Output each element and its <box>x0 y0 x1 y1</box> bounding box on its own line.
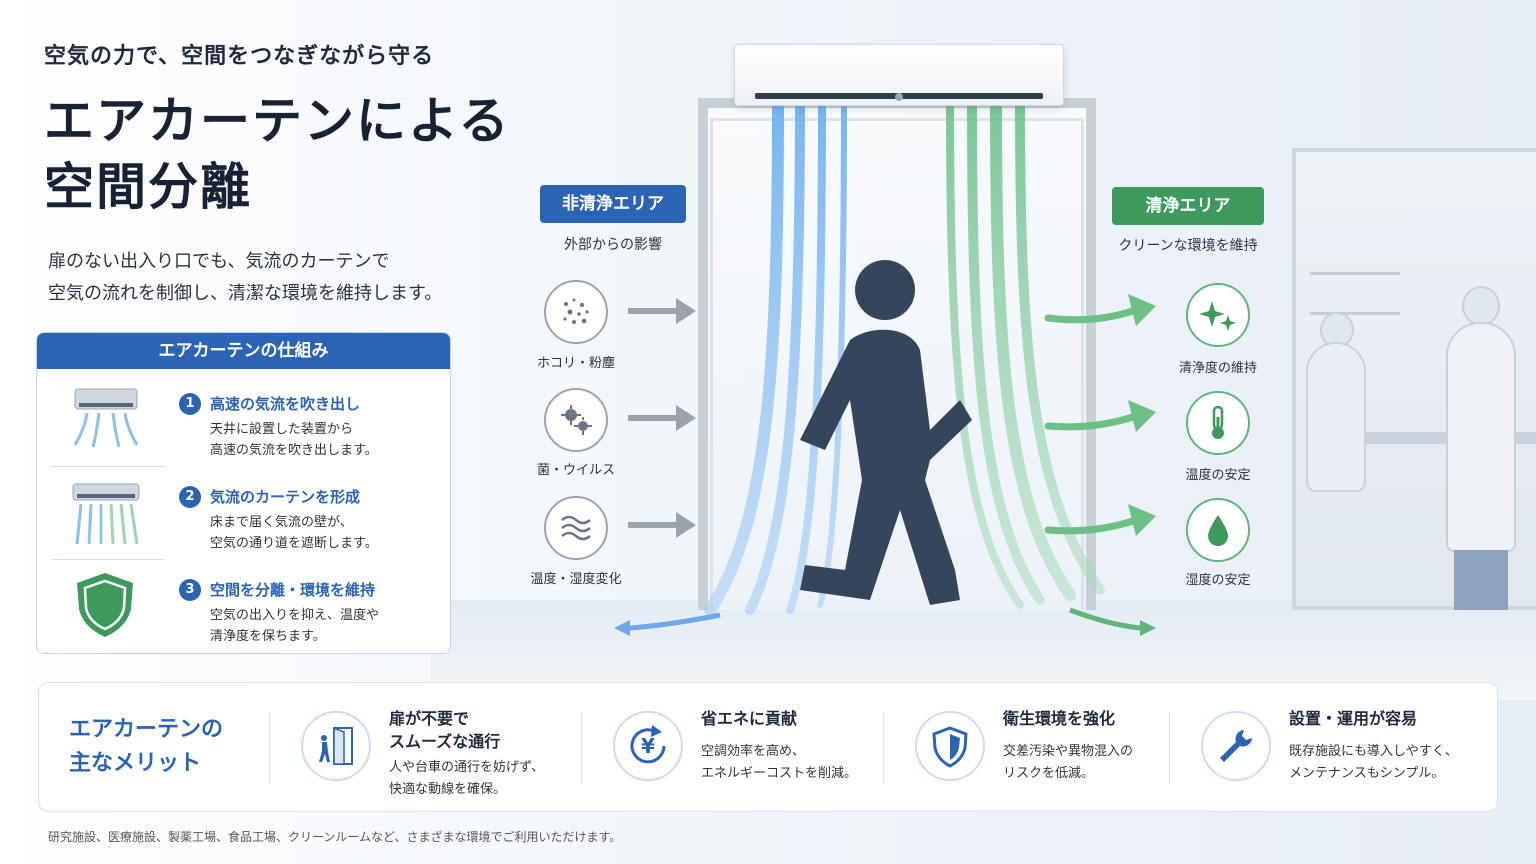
sparkle-icon <box>1186 283 1250 347</box>
researcher-legs <box>1454 550 1508 610</box>
step-number: 3 <box>179 579 201 601</box>
outgoing-arrows <box>1044 294 1156 536</box>
benefit-title: 省エネに貢献 <box>701 709 798 728</box>
humidity-wave-icon <box>544 496 608 560</box>
mechanism-card: エアカーテンの仕組み 1 高速の気流を吹き出し 天井に設置した装置から 高速の気… <box>36 332 451 654</box>
ceiling-unit-blowing-icon <box>73 388 139 448</box>
thermometer-icon <box>1186 391 1250 455</box>
humidity-label: 温度・湿度変化 <box>530 572 622 587</box>
lab-shelf <box>1310 272 1400 275</box>
door-walk-icon <box>301 711 371 781</box>
virus-icon <box>544 388 608 452</box>
benefit-description: 既存施設にも導入しやすく、 メンテナンスもシンプル。 <box>1289 744 1458 781</box>
benefit-separator <box>1169 713 1170 783</box>
benefits-panel: エアカーテンの 主なメリット 扉が不要で スムーズな通行 人や台車の通行を妨げず… <box>38 682 1498 812</box>
footnote: 研究施設、医療施設、製薬工場、食品工場、クリーンルームなど、さまざまな環境でご利… <box>48 830 622 844</box>
virus-label: 菌・ウイルス <box>536 463 615 478</box>
water-drop-icon <box>1186 498 1250 562</box>
dust-icon <box>544 280 608 344</box>
green-outflow-arrow <box>1069 607 1141 631</box>
clean-zone-badge: 清浄エリア <box>1112 187 1264 225</box>
benefit-separator <box>269 713 270 783</box>
benefit-item: 設置・運用が容易 既存施設にも導入しやすく、 メンテナンスもシンプル。 <box>1201 703 1491 803</box>
wrench-icon <box>1201 711 1271 781</box>
step-divider <box>51 559 165 560</box>
blue-arrowhead <box>614 620 630 636</box>
step-title: 空間を分離・環境を維持 <box>210 581 376 599</box>
doorway-inner <box>710 118 1084 610</box>
benefit-separator <box>883 713 884 783</box>
step-description: 床まで届く気流の壁が、 空気の通り道を遮断します。 <box>210 515 378 551</box>
svg-text:¥: ¥ <box>641 734 655 758</box>
green-arrowhead <box>1140 620 1156 636</box>
lab-scene <box>1292 148 1536 610</box>
mechanism-step: 1 高速の気流を吹き出し 天井に設置した装置から 高速の気流を吹き出します。 <box>37 373 450 465</box>
benefit-description: 人や台車の通行を妨げず、 快適な動線を確保。 <box>389 760 545 797</box>
step-description: 空気の出入りを抑え、温度や 清浄度を保ちます。 <box>210 608 380 644</box>
mechanism-step: 3 空間を分離・環境を維持 空気の出入りを抑え、温度や 清浄度を保ちます。 <box>37 559 450 651</box>
header-subtitle: 空気の力で、空間をつなぎながら守る <box>44 44 435 69</box>
step-divider <box>51 466 165 467</box>
dirty-zone-subtitle: 外部からの影響 <box>564 237 662 253</box>
clean-zone-subtitle: クリーンな環境を維持 <box>1118 238 1258 254</box>
step-description: 天井に設置した装置から 高速の気流を吹き出します。 <box>210 422 378 458</box>
lead-text: 扉のない出入り口でも、気流のカーテンで 空気の流れを制御し、清潔な環境を維持しま… <box>48 246 442 310</box>
researcher-figure <box>1446 322 1516 552</box>
title-line-1: エアカーテンによる <box>44 92 511 150</box>
dirty-zone-badge: 非清浄エリア <box>540 185 686 223</box>
step-number: 2 <box>179 486 201 508</box>
benefits-heading: エアカーテンの 主なメリット <box>69 717 224 776</box>
blue-outflow-arrow <box>629 612 721 631</box>
blue-airflow-streams <box>704 100 847 616</box>
benefit-separator <box>581 713 582 783</box>
benefit-description: 空調効率を高め、 エネルギーコストを削減。 <box>701 744 858 781</box>
title-line-2: 空間分離 <box>44 158 252 216</box>
lead-line-1: 扉のない出入り口でも、気流のカーテンで <box>48 251 390 272</box>
incoming-arrows <box>628 298 696 538</box>
walking-person-icon <box>800 260 972 605</box>
step-title: 高速の気流を吹き出し <box>210 395 361 413</box>
shield-icon <box>915 711 985 781</box>
benefit-title: 衛生環境を強化 <box>1003 709 1116 728</box>
unit-indicator <box>895 93 903 101</box>
shield-icon <box>77 573 133 637</box>
lead-line-2: 空気の流れを制御し、清潔な環境を維持します。 <box>48 283 443 304</box>
lab-shelf <box>1310 312 1400 315</box>
mechanism-heading: エアカーテンの仕組み <box>37 333 450 369</box>
benefit-title: 設置・運用が容易 <box>1289 709 1418 728</box>
benefit-item: 衛生環境を強化 交差汚染や異物混入の リスクを低減。 <box>915 703 1195 803</box>
benefit-title: 扉が不要で スムーズな通行 <box>389 709 501 751</box>
page-title: エアカーテンによる 空間分離 <box>44 88 511 220</box>
cleanliness-label: 清浄度の維持 <box>1178 361 1257 376</box>
air-curtain-forming-icon <box>72 483 140 545</box>
dust-label: ホコリ・粉塵 <box>536 356 615 371</box>
researcher-figure <box>1306 342 1366 492</box>
air-curtain-illustration <box>614 100 1156 636</box>
step-number: 1 <box>179 393 201 415</box>
benefit-item: 扉が不要で スムーズな通行 人や台車の通行を妨げず、 快適な動線を確保。 <box>301 703 581 803</box>
benefit-item: ¥ 省エネに貢献 空調効率を高め、 エネルギーコストを削減。 <box>613 703 893 803</box>
air-curtain-unit <box>734 44 1064 106</box>
researcher-head <box>1462 286 1500 326</box>
benefit-description: 交差汚染や異物混入の リスクを低減。 <box>1003 744 1134 781</box>
humidity-stable-label: 湿度の安定 <box>1185 573 1251 588</box>
temperature-label: 温度の安定 <box>1185 468 1251 483</box>
mechanism-step: 2 気流のカーテンを形成 床まで届く気流の壁が、 空気の通り道を遮断します。 <box>37 466 450 558</box>
yen-cycle-icon: ¥ <box>613 711 683 781</box>
step-title: 気流のカーテンを形成 <box>210 488 361 506</box>
